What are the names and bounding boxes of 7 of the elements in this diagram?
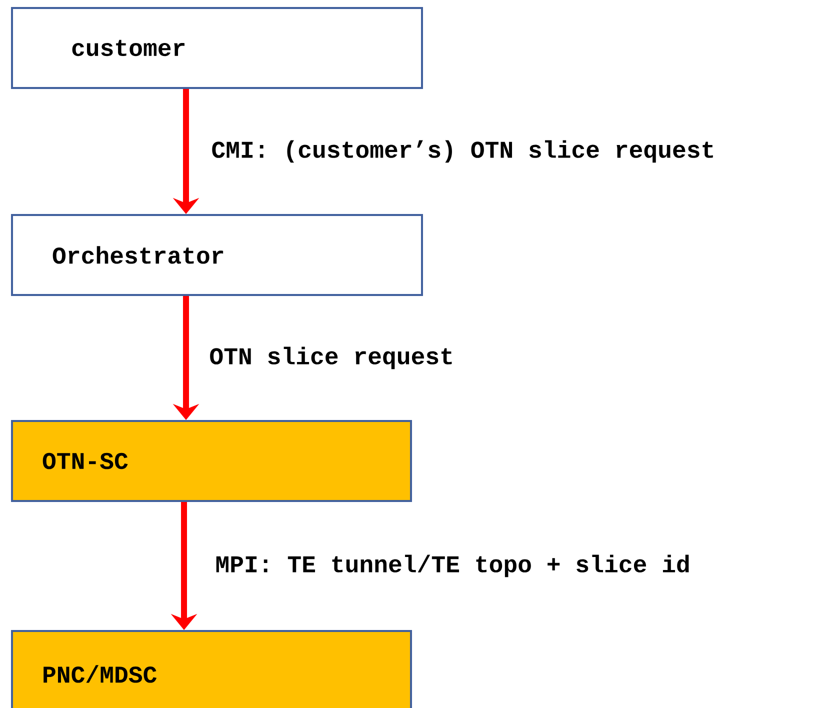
process-box: Orchestrator <box>11 214 423 296</box>
edge-label: OTN slice request <box>210 346 452 370</box>
process-box: OTN-SC <box>11 420 412 502</box>
process-box: PNC/MDSC <box>11 630 412 708</box>
process-box: customer <box>11 7 423 89</box>
edge-label: MPI: TE tunnel/TE topo + slice id <box>216 554 689 578</box>
edge-label: CMI: (customer’s) OTN slice request <box>212 140 713 163</box>
